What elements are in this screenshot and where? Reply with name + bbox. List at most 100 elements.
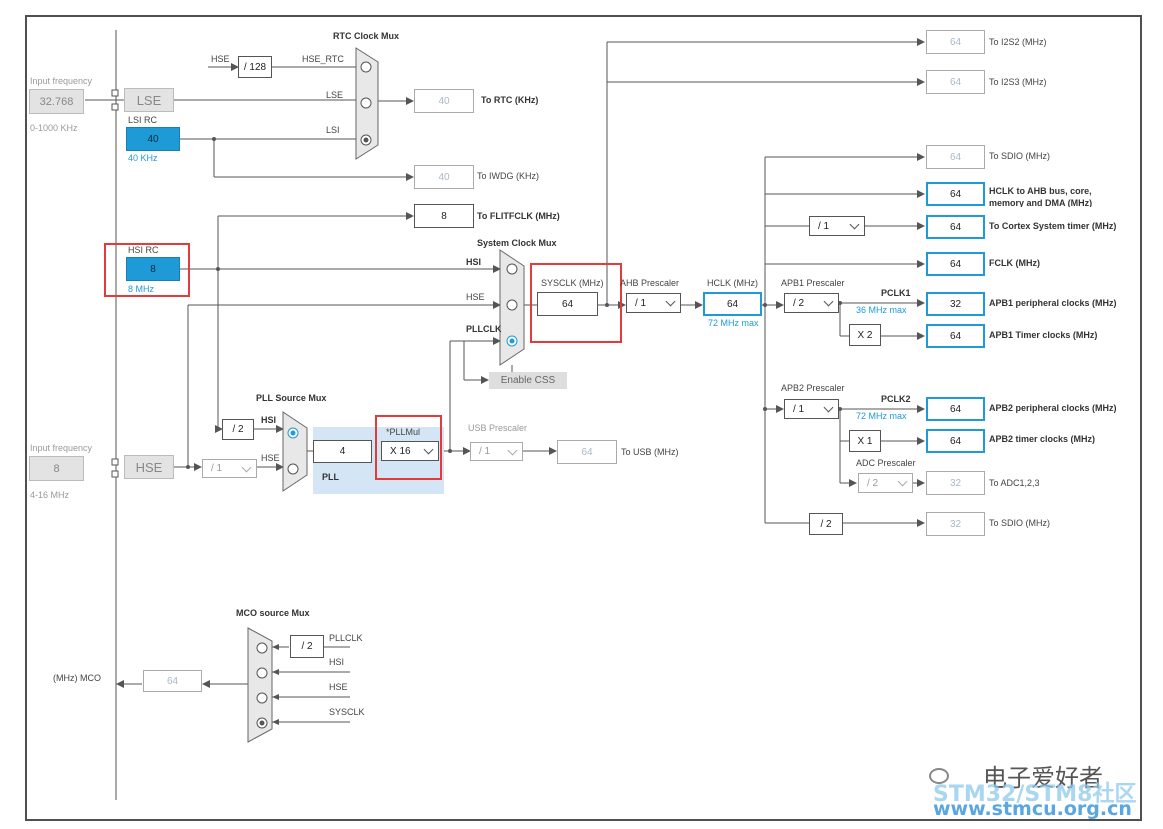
mco-radio-hsi[interactable]: [256, 667, 268, 679]
sys-mux-title: System Clock Mux: [477, 238, 557, 248]
hse-prediv-select[interactable]: / 1: [202, 459, 257, 478]
apb2-max: 72 MHz max: [856, 411, 907, 421]
chevron-down-icon: [665, 296, 676, 307]
pllmul-title: *PLLMul: [386, 427, 421, 437]
clock-diagram-frame: [25, 15, 1142, 821]
watermark-line3: www.stmcu.org.cn: [933, 798, 1132, 820]
rtc-lse-label: LSE: [326, 90, 344, 100]
chevron-down-icon: [823, 402, 834, 413]
hse-block[interactable]: HSE: [124, 455, 174, 479]
out-hclk-ahb-value[interactable]: 64: [926, 182, 985, 206]
pllsrc-radio-hse[interactable]: [287, 463, 299, 475]
cortex-div-value: / 1: [818, 220, 830, 232]
mco-title: MCO source Mux: [236, 608, 310, 618]
apb2-timer-mul: X 1: [849, 430, 881, 452]
pllmul-select[interactable]: X 16: [381, 441, 439, 461]
apb1-prescaler-value: / 2: [793, 297, 805, 309]
hclk-max: 72 MHz max: [708, 318, 759, 328]
watermark-logo-icon: [929, 768, 949, 784]
pll-src-hse-label: HSE: [261, 453, 280, 463]
hsi-rc-unit: 8 MHz: [128, 284, 155, 294]
chevron-down-icon: [849, 219, 860, 230]
lse-block[interactable]: LSE: [124, 88, 174, 112]
mco-radio-pll[interactable]: [256, 642, 268, 654]
sysclk-title: SYSCLK (MHz): [541, 278, 604, 288]
pll-input-value: 4: [313, 440, 372, 463]
mco-hsi-label: HSI: [329, 657, 345, 667]
usb-title: USB Prescaler: [468, 423, 528, 433]
mco-sysclk-label: SYSCLK: [329, 707, 365, 717]
usb-prescaler-select[interactable]: / 1: [470, 442, 523, 461]
out-apb1-timer-label: APB1 Timer clocks (MHz): [989, 330, 1098, 340]
sysclk-value[interactable]: 64: [537, 292, 598, 316]
out-apb1-periph-label: APB1 peripheral clocks (MHz): [989, 298, 1117, 308]
out-i2s3-label: To I2S3 (MHz): [989, 77, 1047, 87]
pll-label: PLL: [322, 472, 339, 482]
apb1-max: 36 MHz max: [856, 305, 907, 315]
hsi-rc-value[interactable]: 8: [126, 257, 180, 281]
rtc-radio-hse[interactable]: [360, 61, 372, 73]
chevron-down-icon: [897, 476, 908, 487]
chevron-down-icon: [823, 296, 834, 307]
pclk1-label: PCLK1: [881, 288, 911, 298]
rtc-out-value: 40: [414, 89, 474, 113]
pllmul-value: X 16: [390, 445, 411, 457]
chevron-down-icon: [507, 445, 518, 455]
chevron-down-icon: [241, 462, 252, 472]
out-i2s2-label: To I2S2 (MHz): [989, 37, 1047, 47]
mco-mux-shape: [247, 627, 273, 743]
sys-mux-pllclk-label: PLLCLK: [466, 324, 502, 334]
apb2-prescaler-value: / 1: [793, 403, 805, 415]
ahb-prescaler-select[interactable]: / 1: [626, 293, 681, 313]
rtc-div-128: / 128: [238, 56, 272, 78]
out-sdio2-value: 32: [926, 512, 985, 536]
out-apb1-timer-value[interactable]: 64: [926, 324, 985, 348]
adc-prescaler-select[interactable]: / 2: [858, 473, 913, 493]
out-sdio2-label: To SDIO (MHz): [989, 518, 1051, 528]
lse-input-value[interactable]: 32.768: [29, 89, 84, 114]
sys-radio-hsi[interactable]: [506, 263, 518, 275]
out-apb1-periph-value[interactable]: 32: [926, 292, 985, 316]
hse-input-value[interactable]: 8: [29, 456, 84, 481]
adc-title: ADC Prescaler: [856, 458, 916, 468]
out-cortex-value[interactable]: 64: [926, 215, 985, 239]
apb2-title: APB2 Prescaler: [781, 383, 845, 393]
out-sdio-value: 64: [926, 145, 985, 169]
rtc-mux-title: RTC Clock Mux: [333, 31, 400, 41]
rtc-hse-rtc-label: HSE_RTC: [302, 54, 344, 64]
iwdg-out-value: 40: [414, 165, 474, 189]
sys-radio-hse[interactable]: [506, 299, 518, 311]
out-adc-label: To ADC1,2,3: [989, 478, 1040, 488]
adc-prescaler-value: / 2: [867, 477, 879, 489]
mco-out-value: 64: [143, 670, 202, 692]
out-apb2-periph-label: APB2 peripheral clocks (MHz): [989, 403, 1117, 413]
cortex-div-select[interactable]: / 1: [809, 216, 865, 236]
mco-pllclk-label: PLLCLK: [329, 633, 363, 643]
iwdg-out-label: To IWDG (KHz): [477, 171, 539, 181]
flitf-out-value: 8: [414, 204, 474, 228]
hclk-value[interactable]: 64: [703, 292, 762, 316]
mco-radio-hse[interactable]: [256, 692, 268, 704]
apb2-prescaler-select[interactable]: / 1: [784, 399, 839, 419]
mco-div2: / 2: [290, 635, 324, 658]
rtc-radio-lse[interactable]: [360, 97, 372, 109]
lsi-rc-value[interactable]: 40: [126, 127, 180, 151]
mco-out-label: (MHz) MCO: [53, 673, 101, 683]
sdio2-div: / 2: [809, 513, 843, 535]
watermark-line2: STM32/STM8社区: [933, 782, 1137, 807]
out-fclk-value[interactable]: 64: [926, 252, 985, 276]
hse-input-range: 4-16 MHz: [30, 490, 70, 500]
watermark-line1: 电子爱好者: [983, 764, 1103, 792]
out-apb2-periph-value[interactable]: 64: [926, 397, 985, 421]
out-cortex-label: To Cortex System timer (MHz): [989, 221, 1117, 231]
enable-css-button[interactable]: Enable CSS: [489, 372, 567, 389]
out-apb2-timer-label: APB2 timer clocks (MHz): [989, 434, 1096, 444]
pclk2-label: PCLK2: [881, 394, 911, 404]
apb1-title: APB1 Prescaler: [781, 278, 845, 288]
out-apb2-timer-value[interactable]: 64: [926, 429, 985, 453]
lse-input-range: 0-1000 KHz: [30, 123, 78, 133]
lsi-rc-unit: 40 KHz: [128, 153, 158, 163]
apb1-prescaler-select[interactable]: / 2: [784, 293, 839, 313]
pll-src-hsi-label: HSI: [261, 415, 277, 425]
